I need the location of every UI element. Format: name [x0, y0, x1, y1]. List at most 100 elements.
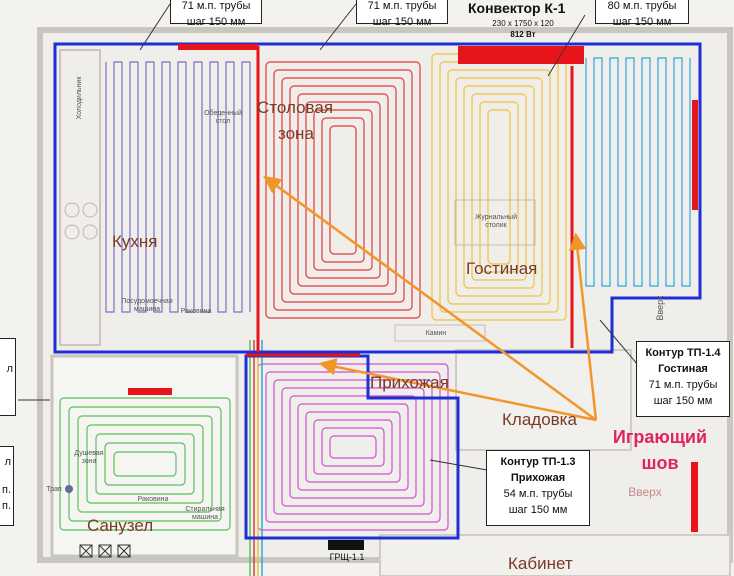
fridge-label: Холодильник: [76, 76, 83, 120]
pipe-ring: [313, 109, 373, 271]
pipe-ring: [321, 427, 385, 467]
dining-table-label: Обеденный стол: [204, 110, 242, 125]
pipe-ring: [479, 101, 519, 273]
kitchen-sink-label: Раковина: [180, 308, 212, 315]
contour-step: шаг 150 мм: [372, 16, 432, 28]
pipe-ring: [297, 403, 409, 491]
pipe-run: [105, 61, 251, 313]
pipe-run: [585, 57, 691, 287]
hallway-outline: [244, 354, 460, 540]
left-callout-bottom: л п. п.: [0, 446, 14, 526]
pipe-ring: [329, 125, 357, 255]
contour-length: 71 м.п. трубы: [367, 0, 437, 12]
shower-label: Душевая зона: [74, 450, 104, 465]
left-callout-top: л: [0, 338, 16, 416]
pipe-ring: [471, 93, 527, 281]
stove-burner: [64, 224, 80, 240]
pipe-loop-tp14: [585, 57, 691, 287]
kitchen-counter: [59, 49, 101, 346]
pipe-ring: [455, 77, 543, 297]
dishwasher-label: Посудомоечная машина: [121, 298, 173, 313]
contour-step: шаг 150 мм: [186, 16, 246, 28]
pipe-loop-bathroom: [59, 397, 231, 531]
contour-tp14-length: 71 м.п. трубы: [648, 379, 718, 391]
pipe-ring: [289, 395, 417, 499]
bath-fixtures: [79, 544, 131, 558]
left-callout-text: л: [6, 363, 13, 375]
manifold-box: [328, 540, 364, 550]
pipe-ring: [329, 435, 377, 459]
room-study: Кабинет: [508, 554, 573, 573]
heater-pantry: [691, 462, 698, 532]
pipe-ring: [77, 415, 213, 513]
contour-tp13-title: Контур ТП-1.3: [500, 456, 576, 468]
pipe-ring: [104, 442, 186, 486]
room-hallway: Прихожая: [370, 373, 449, 392]
coffee-table-shape: [454, 199, 536, 246]
pipe-ring: [447, 69, 551, 305]
stove-burner: [82, 202, 98, 218]
pipe-ring: [281, 387, 425, 507]
stairs-up-bottom: Вверх: [628, 485, 662, 499]
convector-power: 812 Вт: [510, 30, 536, 39]
manifold-label: ГРЩ-1.1: [329, 552, 365, 562]
contour-label-living-top: 80 м.п. трубы шаг 150 мм: [595, 0, 689, 28]
convector-size: 230 x 1750 x 120: [492, 19, 554, 28]
heater-bath: [128, 388, 172, 395]
pipe-loop-hallway: [257, 363, 449, 531]
room-kitchen: Кухня: [112, 232, 158, 251]
drain-point: [65, 485, 73, 493]
stove-burner: [64, 202, 80, 218]
pipe-ring: [463, 85, 535, 289]
pipe-ring: [297, 93, 389, 287]
contour-label-dining: 71 м.п. трубы шаг 150 мм: [356, 0, 448, 28]
contour-length: 71 м.п. трубы: [181, 0, 251, 12]
room-dining-line1: Столовая: [257, 98, 334, 117]
washer-label: Стиральная машина: [185, 506, 225, 521]
stove-burner: [82, 224, 98, 240]
playing-seam-label: Играющий шов: [598, 424, 722, 476]
leader-lines: [18, 3, 639, 471]
heater-small-top: [178, 44, 258, 50]
room-bathroom: Санузел: [87, 516, 154, 535]
seam-label-line2: шов: [641, 453, 679, 473]
contour-tp13-callout: Контур ТП-1.3 Прихожая 54 м.п. трубы шаг…: [486, 450, 590, 526]
left-callout-text: п.: [1, 500, 11, 512]
expansion-seams: [246, 46, 574, 357]
bath-sink-label: Раковина: [137, 496, 169, 503]
contour-tp13-length: 54 м.п. трубы: [503, 488, 573, 500]
contour-tp14-room: Гостиная: [658, 363, 708, 375]
pipe-ring: [487, 109, 511, 265]
heated-zone-outline: [53, 42, 702, 354]
pipe-ring: [313, 419, 393, 475]
left-callout-text: л: [4, 456, 11, 468]
contour-step: шаг 150 мм: [612, 16, 672, 28]
pipe-ring: [273, 379, 433, 515]
pipe-ring: [59, 397, 231, 531]
coffee-table-label: Журнальный столик: [475, 214, 517, 229]
pipe-ring: [68, 406, 222, 522]
fireplace-shape: [394, 324, 486, 342]
room-dining-line2: зона: [278, 124, 314, 143]
contour-length: 80 м.п. трубы: [607, 0, 677, 12]
pipe-ring: [305, 101, 381, 279]
left-callout-text: п.: [1, 484, 11, 496]
contour-tp14-callout: Контур ТП-1.4 Гостиная 71 м.п. трубы шаг…: [636, 341, 730, 417]
contour-tp14-step: шаг 150 мм: [653, 395, 713, 407]
pipe-ring: [86, 424, 204, 504]
seam-label-line1: Играющий: [612, 427, 708, 447]
pipe-ring: [289, 85, 397, 295]
drain-label: Трап: [46, 486, 62, 493]
room-pantry: Кладовка: [502, 410, 577, 429]
contour-tp13-step: шаг 150 мм: [508, 504, 568, 516]
pipe-ring: [113, 451, 177, 477]
seam-arrows: [263, 175, 598, 422]
pipe-ring: [95, 433, 195, 495]
pipe-ring: [265, 371, 441, 523]
heater-right: [692, 100, 698, 210]
contour-tp13-room: Прихожая: [510, 472, 566, 484]
stairs-up-right: Вверх: [655, 295, 665, 321]
contour-tp14-title: Контур ТП-1.4: [645, 347, 721, 359]
pipe-loop-kitchen: [105, 61, 251, 313]
